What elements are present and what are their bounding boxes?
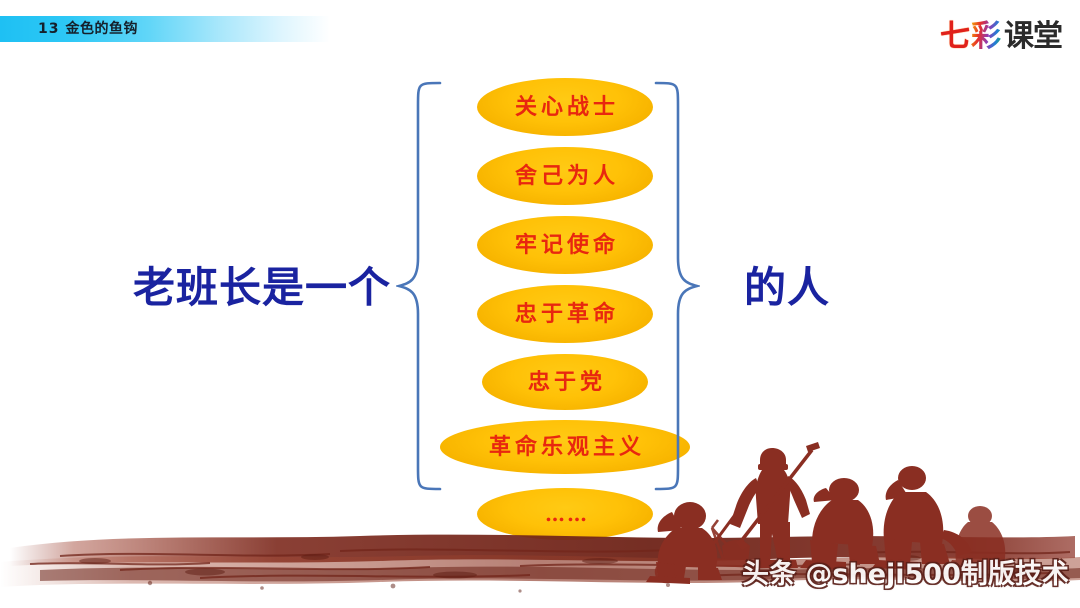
quality-label: 忠于党 — [527, 369, 606, 395]
quality-label: 牢记使命 — [514, 232, 619, 258]
logo-char-ketang: 课堂 — [1004, 19, 1063, 54]
list-item[interactable]: 关心战士 — [477, 78, 653, 136]
list-item[interactable]: 忠于党 — [482, 354, 648, 410]
quality-label-ellipsis: …… — [545, 502, 589, 526]
right-curly-brace-icon — [654, 81, 700, 491]
quality-label: 忠于革命 — [514, 301, 619, 327]
long-march-soldiers-illustration — [0, 442, 1080, 593]
watermark-text: 头条 @sheji500制版技术 — [742, 559, 1069, 590]
sentence-stem-left: 老班长是一个 — [133, 263, 392, 312]
lesson-title: 金色的鱼钩 — [65, 21, 138, 37]
brand-logo: 七 彩 课堂 — [940, 18, 1063, 56]
sentence-stem-right: 的人 — [744, 263, 831, 312]
logo-char-cai: 彩 — [971, 19, 1001, 54]
left-curly-brace-icon — [396, 81, 442, 491]
list-item[interactable]: 舍己为人 — [477, 147, 653, 205]
quality-label: 关心战士 — [514, 94, 619, 120]
list-item[interactable]: 牢记使命 — [477, 216, 653, 274]
quality-label: 舍己为人 — [514, 163, 619, 189]
qualities-list: 关心战士 舍己为人 牢记使命 忠于革命 忠于党 革命乐观主义 …… — [420, 60, 710, 540]
logo-char-qi: 七 — [940, 19, 970, 54]
list-item[interactable]: …… — [477, 488, 653, 540]
page-title: 13 金色的鱼钩 — [38, 17, 138, 41]
lesson-number: 13 — [38, 21, 60, 37]
list-item[interactable]: 革命乐观主义 — [440, 420, 690, 474]
list-item[interactable]: 忠于革命 — [477, 285, 653, 343]
quality-label: 革命乐观主义 — [488, 434, 645, 460]
header-bar — [0, 16, 330, 42]
